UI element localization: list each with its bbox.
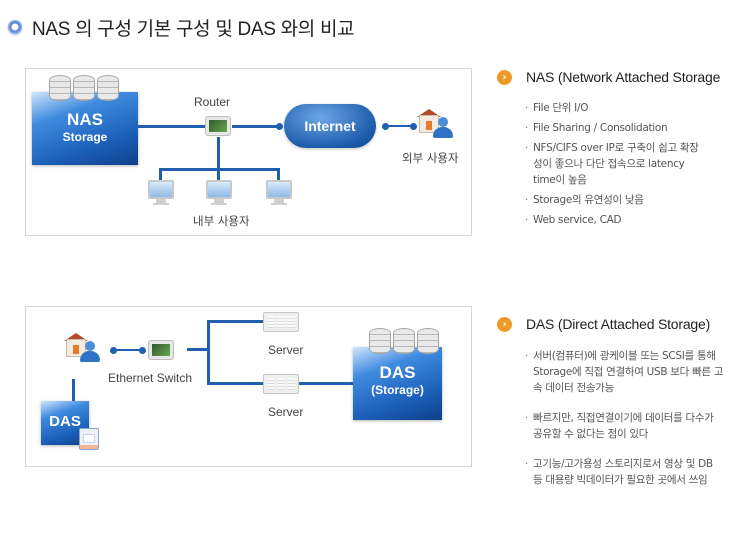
disk-icon xyxy=(369,328,391,354)
chevron-right-icon: › xyxy=(497,69,512,85)
router-icon xyxy=(205,116,231,136)
list-item: Web service, CAD xyxy=(525,212,750,228)
nas-info-section: › NAS (Network Attached Storage File 단위 … xyxy=(497,66,750,232)
external-users-label: 외부 사용자 xyxy=(402,151,459,165)
link-pc-1 xyxy=(159,168,162,181)
link-cloud-external xyxy=(386,125,414,127)
nas-diagram: NAS Storage Router Internet 외부 사용자 내부 사용… xyxy=(25,68,472,236)
server-top-label: Server xyxy=(268,343,304,357)
link-branch-vertical xyxy=(207,320,210,384)
nas-disk-stack-icon xyxy=(49,75,119,101)
list-item: 서버(컴퓨터)에 광케이블 또는 SCSI를 통해 Storage에 직접 연결… xyxy=(525,348,729,396)
nas-info-heading: NAS (Network Attached Storage xyxy=(526,69,721,85)
disk-icon xyxy=(393,328,415,354)
nas-storage-title: NAS xyxy=(67,110,103,129)
internet-label: Internet xyxy=(304,118,356,134)
router-label: Router xyxy=(194,95,231,109)
page-title: NAS 의 구성 기본 구성 및 DAS 와의 비교 xyxy=(32,18,355,40)
pc-monitor-icon xyxy=(148,180,174,208)
link-node-dot xyxy=(410,123,417,130)
link-router-cloud xyxy=(232,125,280,128)
disk-icon xyxy=(97,75,119,101)
server-icon xyxy=(263,374,299,394)
bullet-circle-icon xyxy=(8,20,22,34)
link-node-dot xyxy=(276,123,283,130)
link-user-switch xyxy=(114,349,142,351)
page-title-row: NAS 의 구성 기본 구성 및 DAS 와의 비교 xyxy=(8,14,355,40)
link-node-dot xyxy=(139,347,146,354)
link-to-server-bottom xyxy=(207,382,263,385)
das-diagram: DAS Ethernet Switch Server Server DAS (S… xyxy=(25,306,472,467)
nas-feature-list: File 단위 I/O File Sharing / Consolidation… xyxy=(525,100,750,228)
floppy-disk-icon xyxy=(79,428,99,450)
nas-storage-block: NAS Storage xyxy=(32,92,138,165)
link-router-down xyxy=(217,137,220,170)
list-item: File 단위 I/O xyxy=(525,100,750,116)
internet-cloud-icon: Internet xyxy=(284,104,376,148)
link-node-dot xyxy=(382,123,389,130)
link-pc-3 xyxy=(277,168,280,181)
link-to-server-top xyxy=(207,320,263,323)
link-switch-branch xyxy=(187,348,209,351)
disk-icon xyxy=(49,75,71,101)
list-item: File Sharing / Consolidation xyxy=(525,120,750,136)
link-node-dot xyxy=(110,347,117,354)
das-storage-subtitle: (Storage) xyxy=(371,383,424,397)
das-feature-list: 서버(컴퓨터)에 광케이블 또는 SCSI를 통해 Storage에 직접 연결… xyxy=(525,348,750,488)
das-storage-block: DAS (Storage) xyxy=(353,347,442,420)
pc-monitor-icon xyxy=(266,180,292,208)
link-server-das-storage xyxy=(299,382,353,385)
link-nas-router xyxy=(138,125,206,128)
internal-users-label: 내부 사용자 xyxy=(193,214,250,228)
das-disk-stack-icon xyxy=(369,328,439,354)
pc-monitor-icon xyxy=(206,180,232,208)
das-storage-title: DAS xyxy=(379,363,416,382)
user-icon xyxy=(64,333,100,363)
disk-icon xyxy=(73,75,95,101)
external-user-icon xyxy=(417,109,453,139)
ethernet-switch-label: Ethernet Switch xyxy=(108,371,193,385)
client-das-label: DAS xyxy=(49,413,81,430)
list-item: 빠르지만, 직접연결이기에 데이터를 다수가 공유할 수 없다는 점이 있다 xyxy=(525,410,721,442)
ethernet-switch-icon xyxy=(148,340,174,360)
das-info-heading: DAS (Direct Attached Storage) xyxy=(526,316,711,332)
list-item: NFS/CIFS over IP로 구축이 쉽고 확장성이 좋으나 다단 접속으… xyxy=(525,140,705,188)
server-bottom-label: Server xyxy=(268,405,304,419)
chevron-right-icon: › xyxy=(497,316,512,332)
nas-storage-subtitle: Storage xyxy=(62,130,108,144)
link-pc-2 xyxy=(217,168,220,181)
list-item: 고기능/고가용성 스토리지로서 영상 및 DB등 대용량 빅데이터가 필요한 곳… xyxy=(525,456,721,488)
server-icon xyxy=(263,312,299,332)
list-item: Storage의 유연성이 낮음 xyxy=(525,192,750,208)
das-info-section: › DAS (Direct Attached Storage) 서버(컴퓨터)에… xyxy=(497,313,750,502)
link-user-das xyxy=(72,379,75,401)
disk-icon xyxy=(417,328,439,354)
